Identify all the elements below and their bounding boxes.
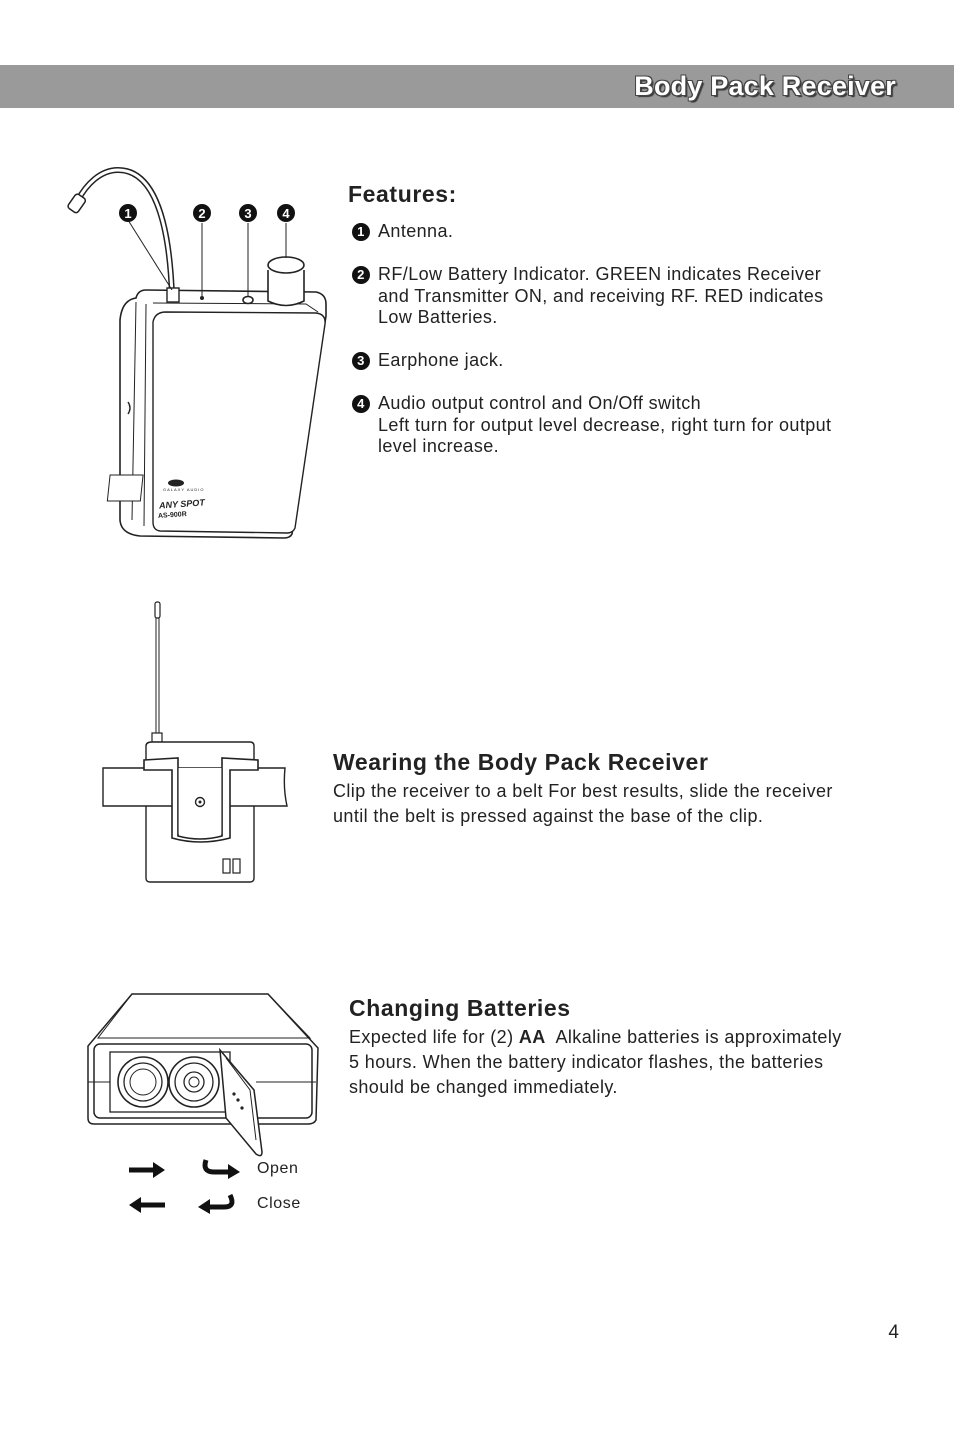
svg-text:4: 4 (282, 206, 290, 221)
feature-number-2: 2 (352, 266, 370, 284)
battery-type: AA (518, 1027, 546, 1047)
arrow-right-icon (129, 1162, 165, 1178)
page-title: Body Pack Receiver (634, 71, 896, 101)
feature-item-3: 3 Earphone jack. (352, 350, 504, 372)
wearing-text: Clip the receiver to a belt For best res… (333, 779, 833, 829)
device-product-label: ANY SPOT (158, 497, 206, 511)
feature-text: level increase. (378, 436, 500, 456)
callout-4: 4 (277, 204, 295, 222)
device-brand-label: GALAXY AUDIO (163, 487, 205, 492)
callout-1: 1 (119, 204, 137, 222)
feature-text: RF/Low Battery Indicator. GREEN indicate… (378, 264, 822, 284)
feature-text: Left turn for output level decrease, rig… (378, 414, 832, 435)
device-model-label: AS-900R (157, 511, 188, 520)
feature-text: Audio output control and On/Off switch (378, 393, 702, 413)
svg-text:3: 3 (244, 206, 251, 221)
feature-item-2: 2 RF/Low Battery Indicator. GREEN indica… (352, 264, 824, 329)
feature-text: Antenna. (378, 221, 454, 241)
wearing-line: until the belt is pressed against the ba… (333, 806, 764, 826)
arrow-left-icon (129, 1197, 165, 1213)
feature-item-4: 4 Audio output control and On/Off switch… (352, 393, 831, 458)
feature-number-3: 3 (352, 352, 370, 370)
feature-number-4: 4 (352, 395, 370, 413)
batteries-line-2: 5 hours. When the battery indicator flas… (349, 1052, 824, 1072)
svg-text:2: 2 (198, 206, 205, 221)
page-number: 4 (888, 1322, 899, 1343)
feature-item-1: 1 Antenna. (352, 221, 453, 243)
batteries-line-3: should be changed immediately. (349, 1077, 618, 1097)
legend-close-label: Close (257, 1195, 301, 1212)
feature-number-1: 1 (352, 223, 370, 241)
wearing-line: Clip the receiver to a belt For best res… (333, 781, 833, 801)
features-title: Features: (348, 181, 457, 207)
batteries-line-1-suffix: Alkaline batteries is approximately (545, 1027, 842, 1047)
header-bar: Body Pack Receiver (0, 65, 954, 108)
batteries-title: Changing Batteries (349, 995, 571, 1021)
legend-open-label: Open (257, 1160, 299, 1177)
feature-text: and Transmitter ON, and receiving RF. RE… (378, 285, 824, 306)
batteries-text: Expected life for (2) AA Alkaline batter… (349, 1025, 842, 1100)
feature-text: Low Batteries. (378, 307, 498, 327)
svg-text:1: 1 (124, 206, 131, 221)
batteries-line-1-prefix: Expected life for (2) (349, 1027, 519, 1047)
curved-arrow-open-icon (202, 1159, 240, 1179)
callout-2: 2 (193, 204, 211, 222)
curved-arrow-close-icon (198, 1193, 235, 1214)
callout-3: 3 (239, 204, 257, 222)
wearing-title: Wearing the Body Pack Receiver (333, 749, 709, 775)
batteries-line-1: Expected life for (2) AA Alkaline batter… (349, 1025, 842, 1050)
feature-text: Earphone jack. (378, 350, 504, 370)
